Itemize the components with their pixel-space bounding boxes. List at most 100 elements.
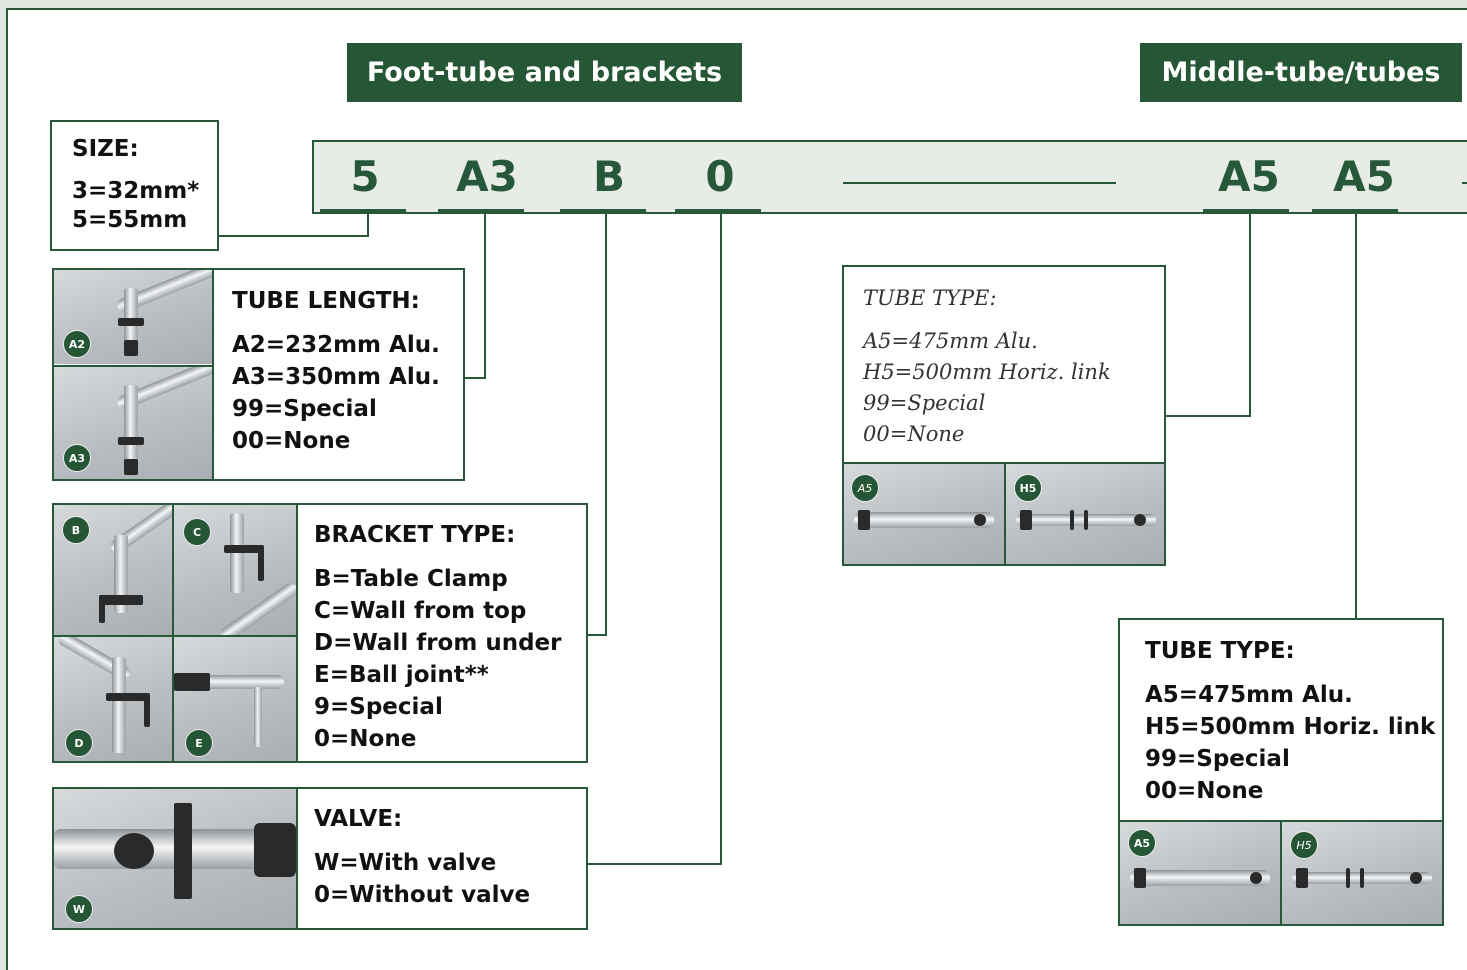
joint-shape xyxy=(1346,868,1350,888)
joint-shape xyxy=(1134,868,1146,888)
clamp-shape xyxy=(224,545,264,553)
grip-shape xyxy=(174,673,210,691)
size-box-content: SIZE: 3=32mm* 5=55mm xyxy=(72,133,199,235)
tube-shape xyxy=(124,385,138,473)
tube-type-1-content: TUBE TYPE: A5=475mm Alu. H5=500mm Horiz.… xyxy=(863,283,1111,450)
clamp-shape xyxy=(99,595,143,605)
tube-type-2-option: H5=500mm Horiz. link xyxy=(1145,714,1436,740)
joint-shape xyxy=(1084,510,1088,530)
bracket-type-option: E=Ball joint** xyxy=(314,662,489,688)
tube-length-heading: TUBE LENGTH: xyxy=(232,288,420,314)
bracket-type-option: 9=Special xyxy=(314,694,443,720)
tube-length-photo-a2 xyxy=(54,270,212,364)
bracket-type-option: B=Table Clamp xyxy=(314,566,508,592)
foot-tube-banner: Foot-tube and brackets xyxy=(347,43,742,102)
badge-a5-icon: A5 xyxy=(1128,829,1156,857)
joint-shape xyxy=(1296,868,1308,888)
badge-c-icon: C xyxy=(183,518,211,546)
clamp-shape xyxy=(144,693,150,727)
tube-type-2-option: 99=Special xyxy=(1145,746,1290,772)
tube-shape xyxy=(112,657,126,753)
badge-a3-icon: A3 xyxy=(63,444,91,472)
size-option: 5=55mm xyxy=(72,207,188,233)
tube-type-1-option: H5=500mm Horiz. link xyxy=(863,360,1111,384)
bracket-type-option: D=Wall from under xyxy=(314,630,562,656)
joint-shape xyxy=(1020,510,1032,530)
page-frame-border xyxy=(6,8,1467,970)
divider xyxy=(296,505,298,761)
code-separator-line xyxy=(843,182,1116,184)
badge-e-icon: E xyxy=(185,729,213,757)
connector-bracket-h xyxy=(587,634,607,636)
product-code-bar xyxy=(312,140,1467,214)
connector-middle-1 xyxy=(1249,213,1251,417)
connector-tube-length xyxy=(484,213,486,379)
valve-content: VALVE: W=With valve 0=Without valve xyxy=(314,803,530,911)
connector-size xyxy=(367,213,369,237)
tube-type-2-content: TUBE TYPE: A5=475mm Alu. H5=500mm Horiz.… xyxy=(1145,635,1435,807)
code-bracket-underline xyxy=(560,209,646,213)
tube-length-option: A3=350mm Alu. xyxy=(232,364,440,390)
clamp-shape xyxy=(258,545,264,581)
divider xyxy=(172,505,174,761)
code-middle-1-underline xyxy=(1203,209,1289,213)
valve-photo-w xyxy=(54,789,296,928)
collar-shape xyxy=(118,318,144,326)
joint-shape xyxy=(1134,514,1146,526)
valve-heading: VALVE: xyxy=(314,806,403,832)
badge-d-icon: D xyxy=(65,729,93,757)
valve-cap-shape xyxy=(254,823,296,877)
connector-valve xyxy=(720,213,722,865)
tube-type-2-option: 00=None xyxy=(1145,778,1264,804)
divider xyxy=(54,635,296,637)
connector-bracket xyxy=(605,213,607,636)
tube-length-option: A2=232mm Alu. xyxy=(232,332,440,358)
collar-shape xyxy=(124,459,138,475)
tube-type-2-heading: TUBE TYPE: xyxy=(1145,638,1295,664)
tube-shape xyxy=(254,687,262,747)
bracket-type-option: C=Wall from top xyxy=(314,598,527,624)
connector-tube-length-h xyxy=(464,377,486,379)
code-middle-1: A5 xyxy=(1218,152,1280,201)
badge-h5-icon: H5 xyxy=(1014,474,1042,502)
code-valve-underline xyxy=(675,209,761,213)
divider xyxy=(844,462,1164,464)
joint-shape xyxy=(1250,872,1262,884)
code-size: 5 xyxy=(350,152,380,201)
valve-knob-shape xyxy=(114,833,154,869)
divider xyxy=(212,270,214,479)
bracket-type-option: 0=None xyxy=(314,726,417,752)
tube-shape xyxy=(1130,870,1270,886)
tube-shape xyxy=(114,535,128,613)
valve-option: W=With valve xyxy=(314,850,497,876)
connector-middle-2 xyxy=(1355,213,1357,620)
divider xyxy=(1120,820,1442,822)
tube-length-option: 00=None xyxy=(232,428,351,454)
bracket-type-content: BRACKET TYPE: B=Table Clamp C=Wall from … xyxy=(314,519,562,755)
divider xyxy=(1004,464,1006,564)
joint-shape xyxy=(858,510,870,530)
code-tube-length-underline xyxy=(438,209,524,213)
clamp-shape xyxy=(106,693,150,701)
tube-length-content: TUBE LENGTH: A2=232mm Alu. A3=350mm Alu.… xyxy=(232,285,440,457)
collar-shape xyxy=(118,437,144,445)
code-size-underline xyxy=(320,209,406,213)
tube-type-1-heading: TUBE TYPE: xyxy=(863,286,997,310)
valve-flange-shape xyxy=(174,803,192,899)
connector-size-h xyxy=(218,235,369,237)
size-box xyxy=(50,120,219,251)
clamp-shape xyxy=(99,595,105,623)
code-bracket: B xyxy=(592,152,625,201)
collar-shape xyxy=(124,340,138,356)
bracket-type-heading: BRACKET TYPE: xyxy=(314,522,516,548)
divider xyxy=(296,789,298,928)
size-heading: SIZE: xyxy=(72,136,139,162)
badge-h5-icon: H5 xyxy=(1290,831,1318,859)
tube-type-1-option: 00=None xyxy=(863,422,965,446)
tube-type-1-option: 99=Special xyxy=(863,391,986,415)
code-tube-length: A3 xyxy=(456,152,518,201)
badge-a5-icon: A5 xyxy=(851,474,879,502)
tube-type-2-photo-h5 xyxy=(1282,822,1442,924)
connector-valve-h xyxy=(587,863,722,865)
